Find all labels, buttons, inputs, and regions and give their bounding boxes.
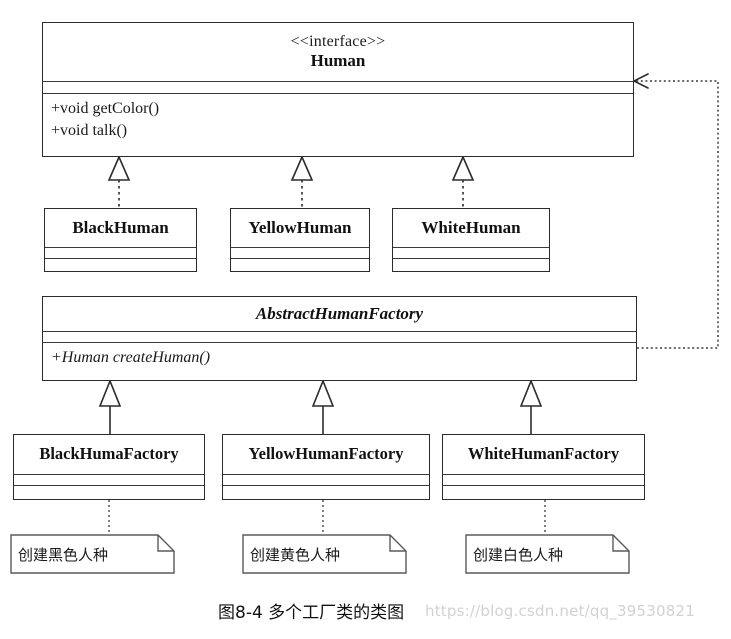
class-header-blackhumafactory: BlackHumaFactory [14, 435, 204, 474]
note-shape-yellow [242, 534, 407, 574]
class-name-blackhuman: BlackHuman [72, 218, 169, 238]
class-header-blackhuman: BlackHuman [45, 209, 196, 247]
note-text-black: 创建黑色人种 [18, 545, 109, 564]
note-shape-black [10, 534, 175, 574]
class-name-yellowhuman: YellowHuman [248, 218, 352, 238]
figure-caption: 图8-4 多个工厂类的类图 [218, 603, 405, 623]
class-header-whitehumanfactory: WhiteHumanFactory [443, 435, 644, 474]
operation-talk: +void talk() [51, 121, 128, 139]
class-box-human[interactable]: <<interface>> Human +void getColor() +vo… [42, 22, 634, 157]
class-box-whitehumanfactory[interactable]: WhiteHumanFactory [442, 434, 645, 500]
attributes-compartment-human [43, 81, 633, 93]
class-name-blackhumafactory: BlackHumaFactory [39, 444, 179, 464]
csdn-watermark: https://blog.csdn.net/qq_39530821 [425, 602, 695, 620]
class-header-human: <<interface>> Human [43, 23, 633, 81]
note-yellow-human[interactable]: 创建黄色人种 [242, 534, 407, 574]
class-box-blackhumafactory[interactable]: BlackHumaFactory [13, 434, 205, 500]
class-box-abstracthumanfactory[interactable]: AbstractHumanFactory +Human createHuman(… [42, 296, 637, 381]
class-name-whitehumanfactory: WhiteHumanFactory [467, 444, 620, 464]
class-name-human: Human [310, 51, 366, 71]
class-box-yellowhumanfactory[interactable]: YellowHumanFactory [222, 434, 430, 500]
attributes-compartment-whitehuman [393, 247, 549, 258]
generalization-blackhumafactory-abstracthumanfactory [98, 378, 122, 434]
note-white-human[interactable]: 创建白色人种 [465, 534, 630, 574]
operation-createhuman: +Human createHuman() [51, 349, 211, 366]
class-name-yellowhumanfactory: YellowHumanFactory [248, 444, 404, 464]
note-black-human[interactable]: 创建黑色人种 [10, 534, 175, 574]
class-header-yellowhuman: YellowHuman [231, 209, 369, 247]
class-header-whitehuman: WhiteHuman [393, 209, 549, 247]
class-box-whitehuman[interactable]: WhiteHuman [392, 208, 550, 272]
note-shape-white [465, 534, 630, 574]
attributes-compartment-blackhuman [45, 247, 196, 258]
class-box-yellowhuman[interactable]: YellowHuman [230, 208, 370, 272]
attributes-compartment-blackhumafactory [14, 474, 204, 485]
operation-getcolor: +void getColor() [51, 100, 160, 117]
attributes-compartment-yellowhumanfactory [223, 474, 429, 485]
operations-compartment-human: +void getColor() +void talk() [43, 93, 633, 156]
attributes-compartment-abstracthumanfactory [43, 331, 636, 342]
operations-compartment-blackhuman [45, 258, 196, 271]
operations-compartment-yellowhumanfactory [223, 485, 429, 499]
class-header-yellowhumanfactory: YellowHumanFactory [223, 435, 429, 474]
operations-compartment-whitehumanfactory [443, 485, 644, 499]
class-box-blackhuman[interactable]: BlackHuman [44, 208, 197, 272]
dependency-abstractfactory-human [632, 73, 719, 349]
note-text-yellow: 创建黄色人种 [250, 545, 341, 564]
generalization-yellowhumanfactory-abstracthumanfactory [311, 378, 335, 434]
attributes-compartment-yellowhuman [231, 247, 369, 258]
attributes-compartment-whitehumanfactory [443, 474, 644, 485]
realization-yellowhuman-human [290, 154, 314, 208]
operations-compartment-yellowhuman [231, 258, 369, 271]
realization-whitehuman-human [451, 154, 475, 208]
note-text-white: 创建白色人种 [473, 545, 564, 564]
operations-compartment-blackhumafactory [14, 485, 204, 499]
generalization-whitehumanfactory-abstracthumanfactory [519, 378, 543, 434]
realization-blackhuman-human [107, 154, 131, 208]
operations-compartment-whitehuman [393, 258, 549, 271]
class-name-abstracthumanfactory: AbstractHumanFactory [255, 304, 424, 324]
class-header-abstracthumanfactory: AbstractHumanFactory [43, 297, 636, 331]
interface-stereotype: <<interface>> [290, 33, 386, 51]
operations-compartment-abstracthumanfactory: +Human createHuman() [43, 342, 636, 380]
class-name-whitehuman: WhiteHuman [421, 218, 521, 238]
